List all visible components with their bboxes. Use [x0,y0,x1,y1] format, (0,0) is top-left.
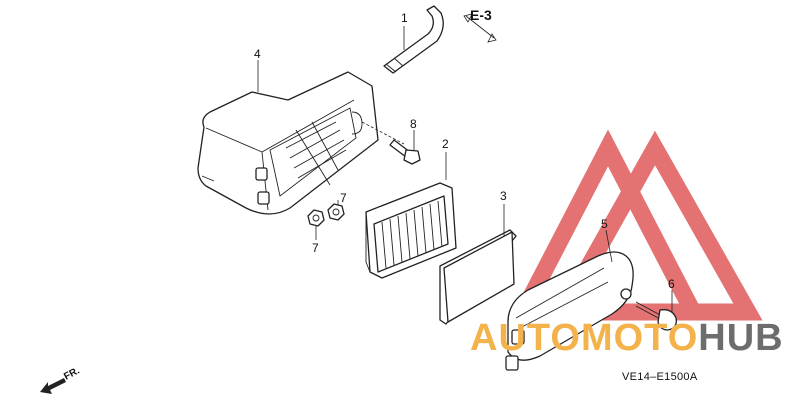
front-arrow: FR. [40,365,82,394]
callout-1: 1 [401,11,408,25]
callout-4: 4 [254,47,261,61]
part-6-wing-bolt [635,301,677,331]
front-label: FR. [62,365,82,382]
callout-5: 5 [601,217,608,231]
part-7-nut-right [327,203,345,221]
part-1-breather-tube [383,5,444,74]
reference-label: E-3 [470,7,492,23]
callout-6: 6 [668,277,675,291]
leader-lines [257,13,673,312]
callout-2: 2 [442,137,449,151]
watermark-moto: MOTO [581,317,698,359]
watermark-hub: HUB [698,317,783,359]
callout-8: 8 [410,117,417,131]
callout-3: 3 [500,189,507,203]
part-4-air-cleaner-case [197,71,379,215]
callout-7-right: 7 [340,191,347,205]
watermark-text: AUTOMOTOHUB [470,317,784,359]
part-8-bolt [389,139,421,165]
part-3-pre-filter [439,229,517,325]
part-5-cover [505,251,634,371]
part-7-nut-left [307,209,325,227]
watermark-auto: AUTO [470,317,581,359]
drawing-code: VE14–E1500A [622,371,698,383]
callout-7-left: 7 [312,241,319,255]
part-2-filter-element [365,182,457,279]
